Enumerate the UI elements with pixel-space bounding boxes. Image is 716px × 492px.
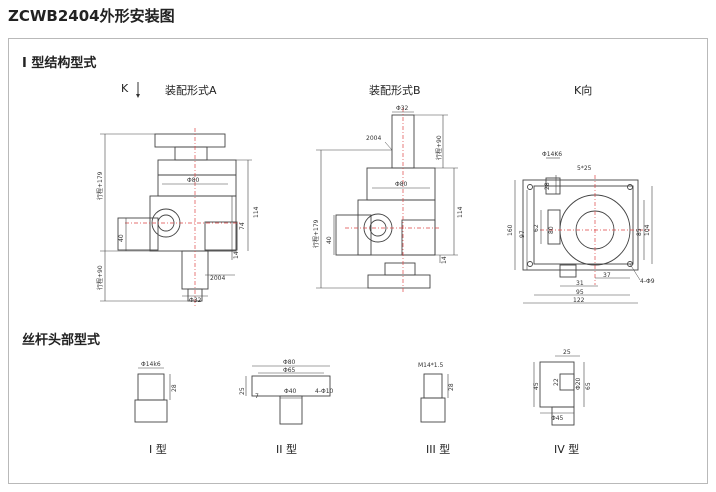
view-b-d32-dim: Φ32 (396, 105, 409, 112)
head-type4-h45-dim: 45 (533, 382, 540, 390)
view-b-d80-dim: Φ80 (395, 181, 408, 188)
head-type1-drawing (134, 367, 171, 423)
head-type3-h-dim: 28 (448, 383, 455, 391)
view-a-drawing (100, 128, 252, 306)
view-a-stroke-bottom-dim: 行程+90 (96, 265, 104, 290)
head-type4-drawing (533, 355, 585, 426)
view-k-h104-dim: 104 (644, 224, 651, 236)
view-k-h28-dim: 28 (544, 182, 551, 190)
view-a-stroke-top-dim: 行程+179 (96, 171, 104, 200)
section-screw-head-heading: 丝杆头部型式 (22, 333, 101, 348)
view-k-h160-dim: 160 (507, 224, 514, 236)
view-b-h40-dim: 40 (326, 236, 333, 244)
head-type4-h22-dim: 22 (553, 378, 560, 386)
drawing-frame (8, 38, 708, 484)
view-b-drawing (316, 108, 458, 292)
head-type2-h25-dim: 25 (239, 387, 246, 395)
view-a-h74-dim: 74 (239, 222, 246, 230)
head-type2-d80-dim: Φ80 (283, 359, 296, 366)
head-type3-label: III 型 (426, 443, 451, 456)
section-structure-heading: I 型结构型式 (22, 56, 97, 71)
head-type1-d-dim: Φ14k6 (141, 361, 161, 368)
view-a-m2004-dim: 2004 (210, 275, 225, 282)
view-k-w31-dim: 31 (576, 280, 584, 287)
view-k-d14k6-dim: Φ14K6 (542, 151, 562, 158)
view-k-w122-dim: 122 (573, 297, 585, 304)
view-b-stroke-top-dim: 行程+90 (435, 135, 443, 160)
head-type4-label: IV 型 (554, 443, 580, 456)
view-a-dimensions: 行程+179 行程+90 Φ80 114 74 40 14 2004 Φ32 (96, 171, 260, 304)
head-type4-d45-dim: Φ45 (551, 415, 564, 422)
view-b-h114-dim: 114 (457, 206, 464, 218)
view-a-h114-dim: 114 (253, 206, 260, 218)
k-view-arrow-label: K (121, 82, 129, 95)
head-type1-h-dim: 28 (171, 384, 178, 392)
head-type3-thread-dim: M14*1.5 (418, 362, 444, 369)
view-a-d80-dim: Φ80 (187, 177, 200, 184)
view-a-h14-dim: 14 (233, 251, 240, 259)
head-type2-d65-dim: Φ65 (283, 367, 296, 374)
head-type1-label: I 型 (149, 443, 167, 456)
view-k-h97-dim: 97 (519, 230, 526, 238)
view-a-d32-dim: Φ32 (189, 297, 202, 304)
head-type2-d40-dim: Φ40 (284, 388, 297, 395)
view-a-label: 装配形式A (165, 84, 217, 97)
head-type2-holes-dim: 4-Φ10 (315, 388, 334, 395)
view-b-h14-dim: 14 (441, 256, 448, 264)
view-a-h40-dim: 40 (118, 234, 125, 242)
view-k-label: K向 (574, 84, 593, 97)
page-title: ZCWB2404外形安装图 (8, 7, 175, 25)
view-k-w37-dim: 37 (603, 272, 611, 279)
view-k-holes-dim: 4-Φ9 (640, 278, 655, 285)
head-type2-h7-dim: 7 (255, 393, 259, 400)
head-type4-h65-dim: 65 (585, 382, 592, 390)
view-k-drawing (514, 157, 653, 304)
view-b-dimensions: Φ32 2004 行程+90 Φ80 114 行程+179 40 14 (312, 105, 464, 264)
view-k-h85-dim: 85 (636, 228, 643, 236)
view-b-m2004-dim: 2004 (366, 135, 381, 142)
view-k-key-dim: 5*25 (577, 165, 592, 172)
view-k-h62-dim: 62 (533, 224, 540, 232)
view-k-w95-dim: 95 (576, 289, 584, 296)
view-b-stroke-bottom-dim: 行程+179 (312, 219, 320, 248)
view-k-dimensions: Φ14K6 5*25 28 97 160 62 80 85 104 37 31 … (507, 151, 655, 304)
head-type2-label: II 型 (276, 443, 297, 456)
head-type4-d20-dim: Φ20 (575, 377, 582, 390)
head-type2-drawing (245, 365, 331, 425)
head-type4-w25-dim: 25 (563, 349, 571, 356)
head-type3-drawing (420, 373, 449, 423)
view-k-h80-dim: 80 (548, 226, 555, 234)
view-b-label: 装配形式B (369, 84, 421, 97)
